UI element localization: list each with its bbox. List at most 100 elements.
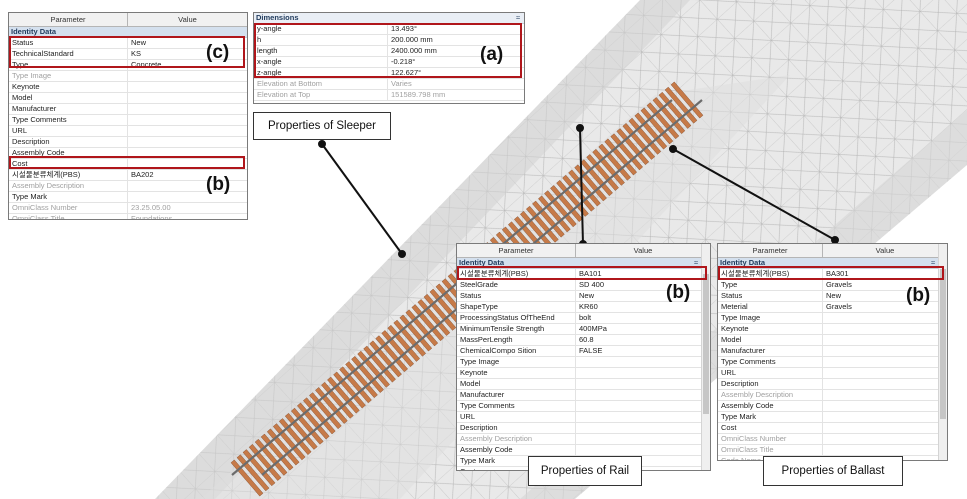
- property-row[interactable]: Type Mark: [718, 412, 947, 423]
- property-row[interactable]: Type Image: [718, 313, 947, 324]
- property-row[interactable]: Manufacturer: [457, 390, 710, 401]
- property-value[interactable]: [823, 313, 947, 323]
- section-identity-data[interactable]: Identity Data ≈: [457, 258, 710, 269]
- property-value[interactable]: 2400.000 mm: [391, 46, 437, 55]
- property-row[interactable]: Manufacturer: [718, 346, 947, 357]
- property-row[interactable]: Model: [718, 335, 947, 346]
- property-row[interactable]: Type Image: [457, 357, 710, 368]
- property-value[interactable]: [576, 357, 710, 367]
- property-row[interactable]: Type Image: [9, 71, 247, 82]
- property-value[interactable]: [128, 115, 247, 125]
- property-value[interactable]: [576, 368, 710, 378]
- property-row[interactable]: URL: [718, 368, 947, 379]
- scrollbar[interactable]: [701, 244, 710, 470]
- property-value[interactable]: 122.627°: [391, 68, 422, 77]
- property-value[interactable]: Varies: [391, 79, 412, 88]
- property-value[interactable]: New: [579, 291, 595, 300]
- property-value[interactable]: [128, 126, 247, 136]
- property-value[interactable]: 23.25.05.00: [131, 203, 171, 212]
- property-value[interactable]: 400MPa: [579, 324, 607, 333]
- property-value[interactable]: [823, 445, 947, 455]
- property-value[interactable]: [823, 434, 947, 444]
- property-row[interactable]: x-angle-0.218°: [254, 57, 524, 68]
- property-row[interactable]: Cost: [718, 423, 947, 434]
- property-value[interactable]: [576, 434, 710, 444]
- property-row[interactable]: URL: [457, 412, 710, 423]
- property-value[interactable]: bolt: [579, 313, 592, 322]
- section-identity-data[interactable]: Identity Data ≈: [718, 258, 947, 269]
- property-row[interactable]: Description: [457, 423, 710, 434]
- property-value[interactable]: BA101: [579, 269, 602, 278]
- property-row[interactable]: Keynote: [457, 368, 710, 379]
- property-value[interactable]: Gravels: [826, 280, 852, 289]
- property-value[interactable]: [576, 390, 710, 400]
- property-value[interactable]: 60.8: [579, 335, 594, 344]
- property-value[interactable]: Concrete: [131, 60, 162, 69]
- property-value[interactable]: [576, 401, 710, 411]
- property-row[interactable]: Keynote: [9, 82, 247, 93]
- property-value[interactable]: [823, 390, 947, 400]
- property-value[interactable]: [128, 104, 247, 114]
- property-row[interactable]: Model: [457, 379, 710, 390]
- property-row[interactable]: Cost: [9, 159, 247, 170]
- property-value[interactable]: [823, 412, 947, 422]
- property-value[interactable]: [823, 324, 947, 334]
- property-value[interactable]: SD 400: [579, 280, 605, 289]
- property-value[interactable]: [576, 445, 710, 455]
- property-value[interactable]: -0.218°: [391, 57, 416, 66]
- property-value[interactable]: [128, 82, 247, 92]
- property-value[interactable]: Gravels: [826, 302, 852, 311]
- property-row[interactable]: URL: [9, 126, 247, 137]
- property-row[interactable]: OmniClass Title: [718, 445, 947, 456]
- property-value[interactable]: BA301: [826, 269, 849, 278]
- property-value[interactable]: New: [826, 291, 842, 300]
- property-row[interactable]: Model: [9, 93, 247, 104]
- property-value[interactable]: KS: [131, 49, 142, 58]
- property-value[interactable]: [823, 357, 947, 367]
- property-value[interactable]: [576, 379, 710, 389]
- property-value[interactable]: [823, 335, 947, 345]
- property-row[interactable]: Assembly Code: [9, 148, 247, 159]
- property-value[interactable]: 151589.798 mm: [391, 90, 446, 99]
- property-value[interactable]: FALSE: [579, 346, 603, 355]
- property-value[interactable]: [823, 379, 947, 389]
- collapse-icon[interactable]: ≈: [693, 258, 698, 267]
- property-value[interactable]: 200.000 mm: [391, 35, 433, 44]
- property-value[interactable]: Foundations: [131, 214, 173, 220]
- property-row[interactable]: OmniClass Number: [718, 434, 947, 445]
- property-row[interactable]: Assembly Code: [457, 445, 710, 456]
- property-row[interactable]: Keynote: [718, 324, 947, 335]
- property-value[interactable]: [576, 423, 710, 433]
- property-value[interactable]: 13.493°: [391, 24, 417, 33]
- property-row[interactable]: Description: [718, 379, 947, 390]
- property-row[interactable]: Manufacturer: [9, 104, 247, 115]
- property-row[interactable]: 시설물분류체계(PBS)BA202: [9, 170, 247, 181]
- scrollbar[interactable]: [938, 244, 947, 460]
- property-value[interactable]: [128, 93, 247, 103]
- property-value[interactable]: [823, 368, 947, 378]
- property-value[interactable]: [576, 412, 710, 422]
- property-value[interactable]: [128, 137, 247, 147]
- property-row[interactable]: Type Comments: [718, 357, 947, 368]
